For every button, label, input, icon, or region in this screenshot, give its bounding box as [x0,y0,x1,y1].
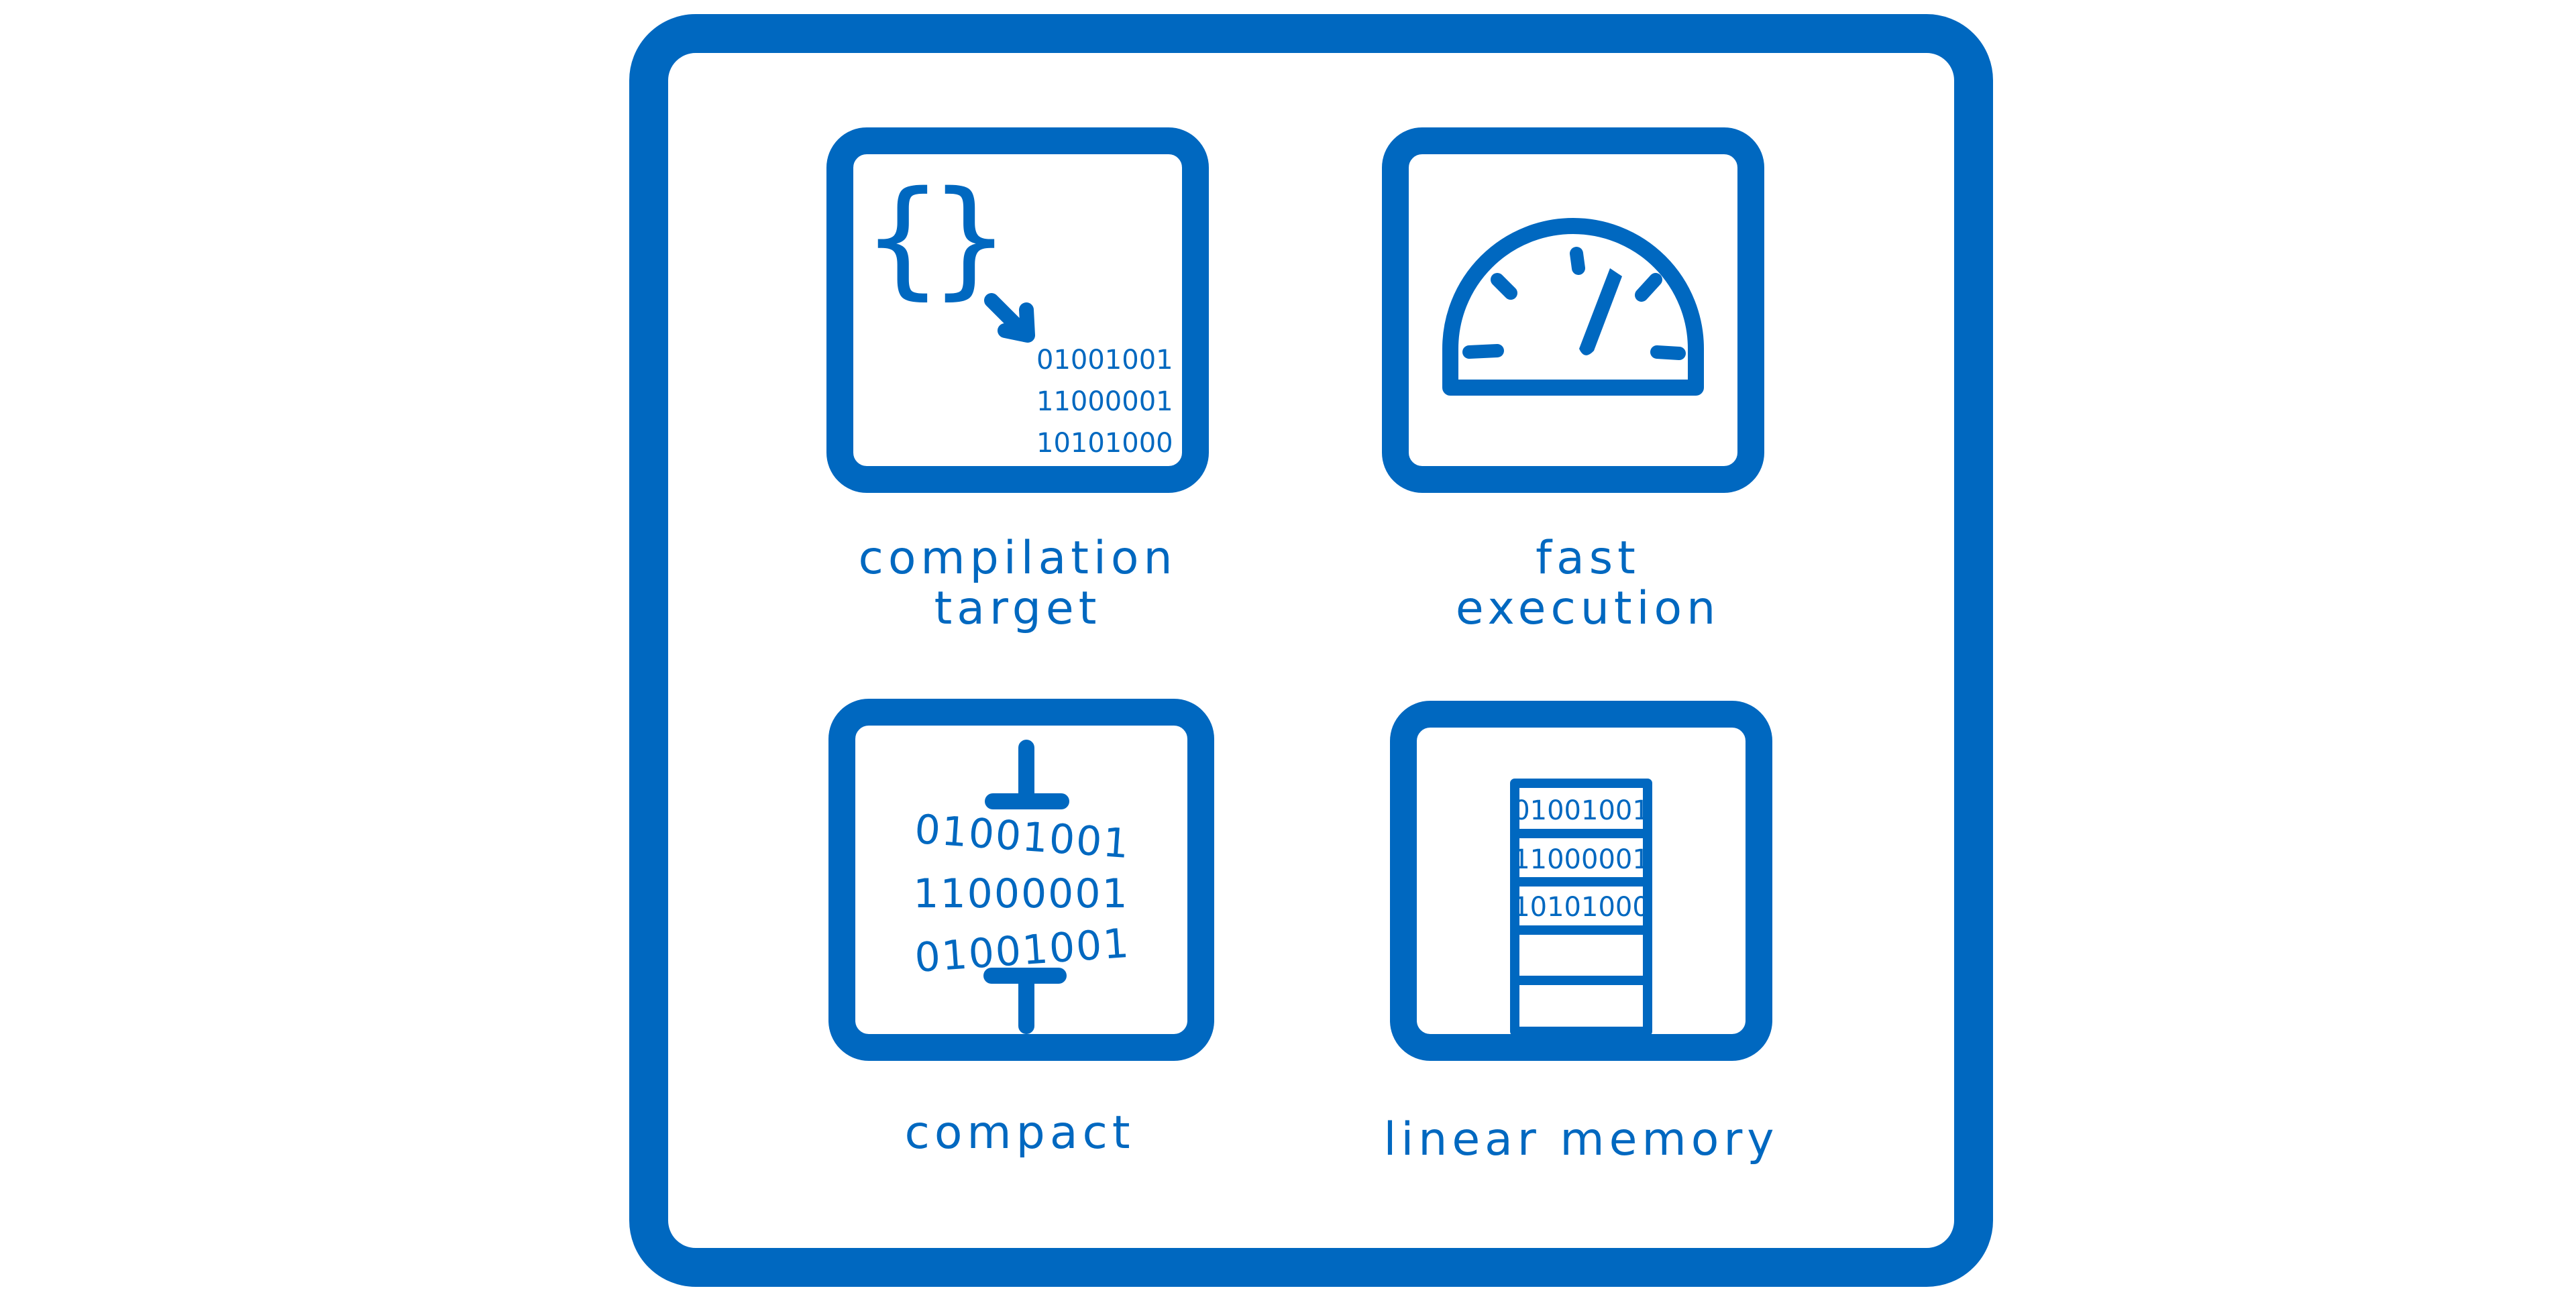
memory-stack-icon: 01001001 11000001 10101000 [1510,779,1652,1036]
close-brace-glyph: } [929,164,1010,312]
compilation-target-label-line1: compilation [858,532,1177,585]
open-brace-glyph: { [862,164,943,312]
linear-memory-box [1390,701,1772,1061]
compact-box [828,699,1214,1061]
memory-cell-2: 11000001 [1513,844,1650,875]
compilation-bits-row-3: 10101000 [1036,428,1173,459]
memory-cell-3: 10101000 [1513,892,1650,923]
fast-execution-box [1382,127,1764,493]
tile-linear-memory: 01001001 11000001 10101000 linear memory [1383,701,1778,1166]
tile-compact: 01001001 11000001 01001001 compact [828,699,1214,1159]
fast-execution-label-line1: fast [1536,532,1640,585]
compact-bits-row-2: 11000001 [913,870,1128,917]
speedometer-icon [1442,218,1704,396]
compilation-target-box [826,127,1209,493]
linear-memory-label: linear memory [1383,1113,1778,1166]
compilation-bits-row-2: 11000001 [1036,386,1173,417]
fast-execution-label-line2: execution [1456,582,1720,635]
tile-fast-execution: fast execution [1382,127,1764,635]
speedometer-needle [1579,268,1622,355]
compact-bits-row-3: 01001001 [913,920,1131,982]
compilation-target-label-line2: target [934,582,1102,635]
compact-bits-row-1: 01001001 [913,806,1131,868]
compressed-binary-icon: 01001001 11000001 01001001 [913,740,1132,1034]
code-to-binary-icon: { } 01001001 11000001 10101000 [862,164,1173,459]
memory-cell-1: 01001001 [1513,795,1650,826]
arrow-down-right-icon [984,293,1035,343]
compilation-bits-row-1: 01001001 [1036,345,1173,376]
outer-frame [629,14,1993,1287]
tile-compilation-target: { } 01001001 11000001 10101000 compilati… [826,127,1209,635]
compact-label: compact [904,1106,1134,1159]
